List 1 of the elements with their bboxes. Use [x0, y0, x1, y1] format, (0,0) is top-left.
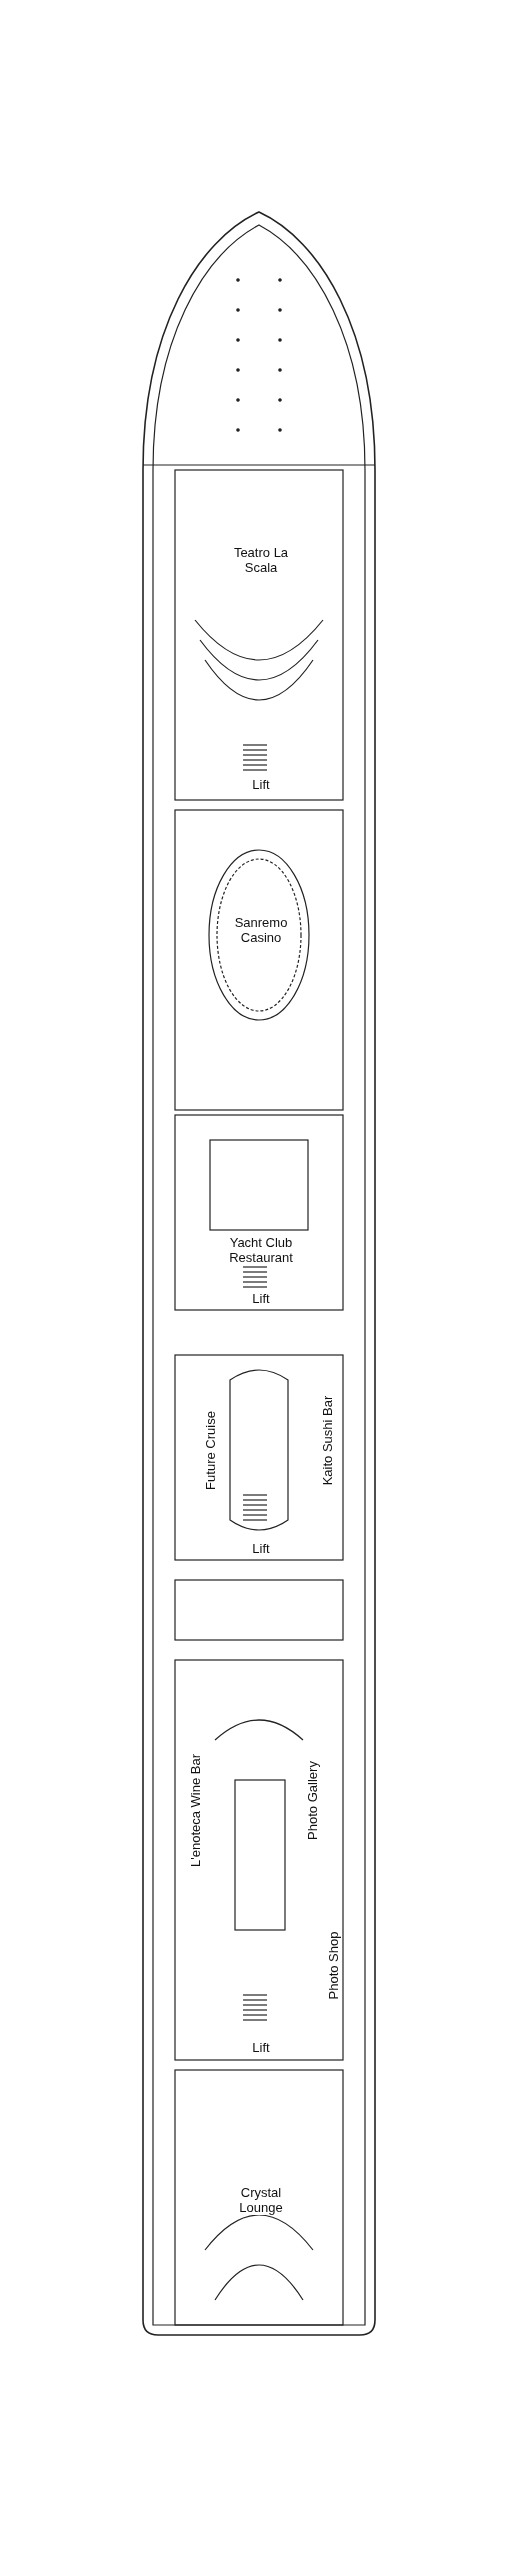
venue-label: Photo Shop [326, 1931, 342, 1999]
